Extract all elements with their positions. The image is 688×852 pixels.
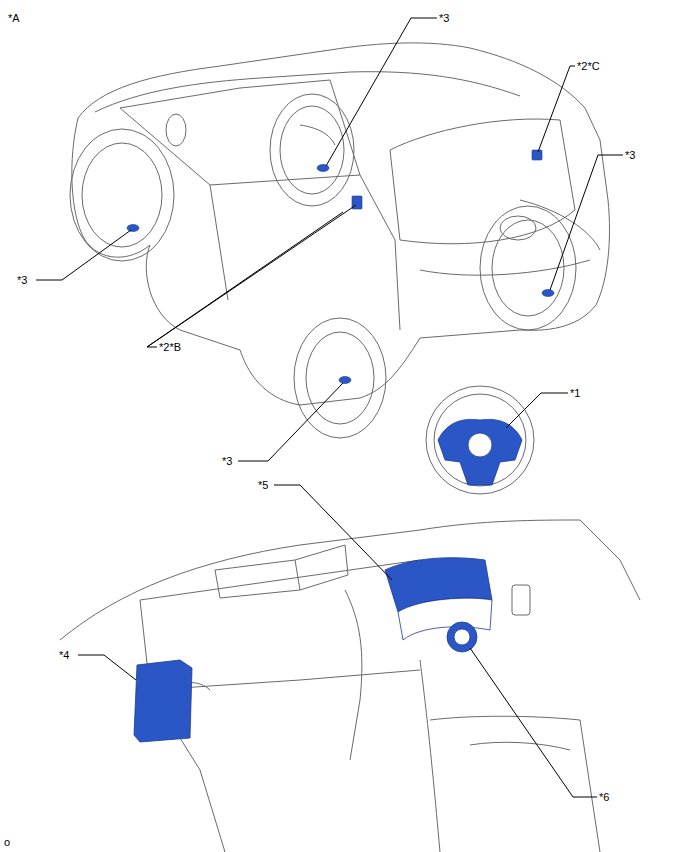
vehicle-outline [480, 206, 576, 330]
instrument-panel [430, 716, 600, 852]
leader-lines [78, 655, 136, 680]
leader-lines [238, 383, 343, 461]
callout-number: *3 [221, 455, 233, 468]
vehicle-outline [70, 129, 174, 261]
vehicle-outline [500, 216, 536, 240]
vehicle-outline [360, 175, 400, 330]
sensor-parts [127, 225, 139, 232]
instrument-panel [215, 560, 300, 598]
sensor-parts [317, 165, 329, 172]
instrument-panel [420, 660, 440, 852]
vehicle-outline [82, 143, 162, 247]
vehicle-outline [390, 119, 575, 244]
sensor-parts [127, 150, 554, 384]
vehicle-outline [280, 106, 344, 194]
callout-number: *2*B [158, 341, 182, 354]
callout-number: *6 [598, 791, 610, 804]
leader-lines [147, 212, 343, 347]
vehicle-outline [300, 125, 335, 145]
callout-number: *4 [58, 649, 70, 662]
leader-lines [274, 485, 392, 580]
callout-number: *3 [624, 149, 636, 162]
callout-number: *A [7, 12, 21, 25]
steering-wheel [434, 394, 526, 486]
callout-number: *5 [257, 479, 269, 492]
instrument-panel [295, 545, 348, 590]
vehicle-outline [70, 43, 610, 438]
vehicle-outline [210, 185, 228, 300]
leader-lines [470, 648, 597, 797]
sensor-parts [339, 377, 351, 384]
steering-wheel [426, 386, 534, 494]
instrument-panel [470, 742, 570, 750]
steering-wheel [438, 419, 522, 485]
callout-number: *3 [438, 12, 450, 25]
vehicle-outline [166, 114, 186, 146]
instrument-panel [345, 590, 362, 760]
sensor-parts [532, 150, 542, 160]
callout-number: *3 [16, 274, 28, 287]
sensor-parts [542, 290, 554, 297]
leader-lines [550, 155, 623, 290]
callout-number: *1 [569, 387, 581, 400]
instrument-panel [512, 585, 530, 615]
leader-lines [36, 18, 623, 797]
leader-lines [147, 205, 356, 347]
vehicle-outline [72, 43, 610, 405]
vehicle-outline [492, 220, 564, 316]
vehicle-outline [520, 200, 600, 250]
instrument-panel [580, 520, 640, 600]
blue-components [447, 622, 477, 652]
steering-wheel [426, 386, 534, 494]
vehicle-outline [420, 260, 590, 275]
instrument-panel [60, 520, 640, 852]
leader-lines [36, 230, 131, 280]
blue-components [134, 660, 192, 742]
leader-lines [326, 18, 437, 166]
leader-lines [538, 66, 575, 152]
leader-lines [506, 393, 568, 428]
callout-number: *2*C [576, 60, 601, 73]
callout-number: o [3, 836, 11, 849]
instrument-panel [60, 520, 580, 640]
vehicle-outline [270, 94, 354, 206]
blue-components [398, 598, 492, 640]
steering-wheel [468, 433, 492, 457]
blue-components [134, 558, 492, 742]
blue-components [454, 629, 470, 645]
